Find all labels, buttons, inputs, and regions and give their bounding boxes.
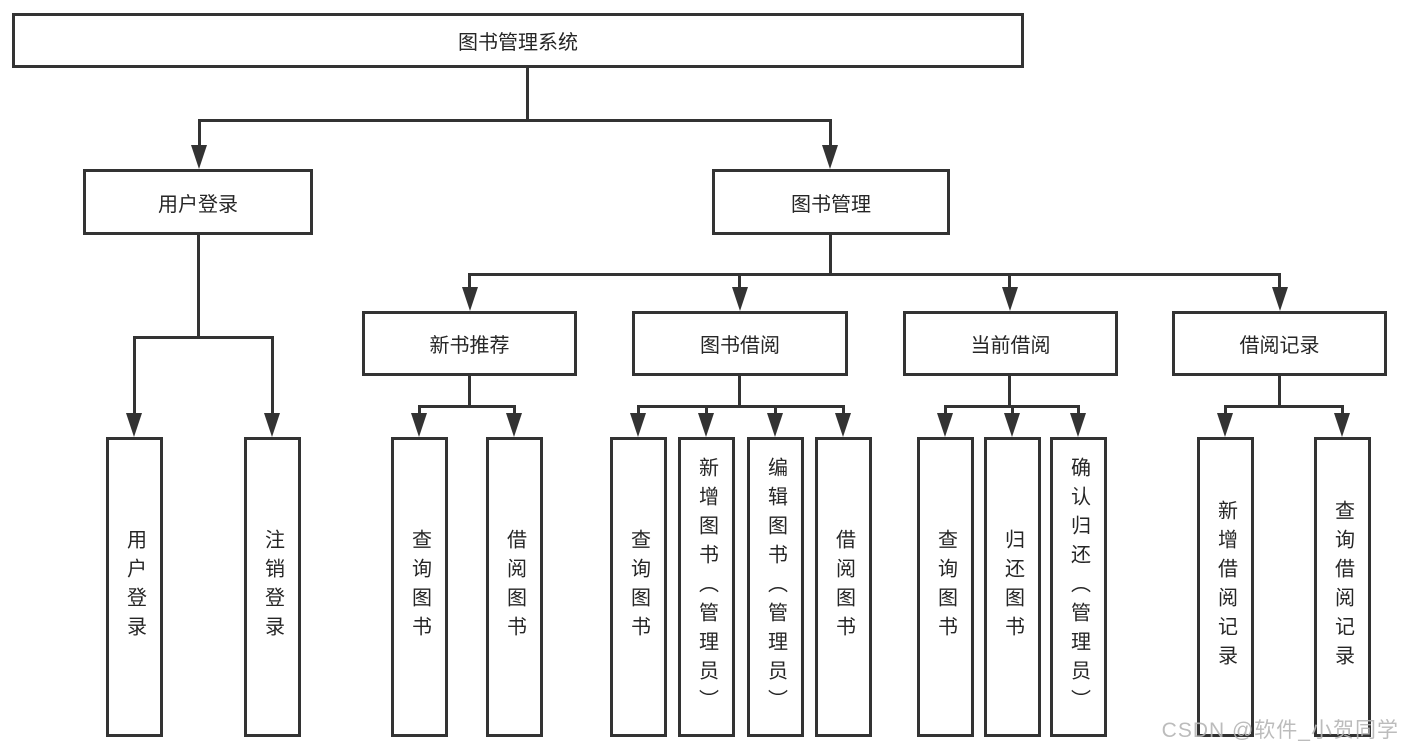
node-add-book-admin: 新增图书（管理员）: [678, 437, 735, 737]
node-label: 确认归还（管理员）: [1067, 456, 1090, 718]
arrowhead-confirm-return-admin: [1070, 413, 1086, 437]
arrowhead-edit-book-admin: [767, 413, 783, 437]
drop-line-confirm-return-admin: [1077, 405, 1080, 415]
drop-line-edit-book-admin: [774, 405, 777, 415]
watermark: CSDN @软件_小贺同学: [1161, 719, 1399, 742]
node-label: 图书借阅: [700, 335, 780, 357]
root-stub-line: [526, 68, 529, 120]
user-login-stub-line: [197, 235, 200, 338]
drop-line-logout-leaf: [271, 336, 274, 415]
drop-line-new-book-recommend: [468, 273, 471, 289]
node-label: 当前借阅: [970, 335, 1051, 357]
node-book-management: 图书管理: [712, 169, 950, 235]
node-label: 借阅图书: [503, 529, 526, 645]
node-return-book: 归还图书: [984, 437, 1041, 737]
arrowhead-login-leaf: [126, 413, 142, 437]
node-label: 编辑图书（管理员）: [764, 456, 787, 718]
node-query-borrow-record: 查询借阅记录: [1314, 437, 1371, 737]
root-branch-bar: [198, 119, 832, 122]
node-label: 新增借阅记录: [1214, 500, 1237, 674]
node-label: 查询图书: [627, 529, 650, 645]
node-query-books-current: 查询图书: [917, 437, 974, 737]
arrowhead-query-books-current: [937, 413, 953, 437]
node-add-borrow-record: 新增借阅记录: [1197, 437, 1254, 737]
drop-line-add-borrow-record: [1224, 405, 1227, 415]
node-label: 查询图书: [408, 529, 431, 645]
node-label: 归还图书: [1001, 529, 1024, 645]
node-borrowing-records: 借阅记录: [1172, 311, 1387, 376]
arrowhead-query-books-recommend: [411, 413, 427, 437]
arrowhead-book-management: [822, 145, 838, 169]
current-borrowing-stub-line: [1008, 376, 1011, 407]
drop-line-return-book: [1011, 405, 1014, 415]
node-label: 借阅图书: [832, 529, 855, 645]
new-book-recommend-branch-bar: [418, 405, 516, 408]
node-confirm-return-admin: 确认归还（管理员）: [1050, 437, 1107, 737]
book-management-stub-line: [829, 235, 832, 275]
node-query-books-borrowing: 查询图书: [610, 437, 667, 737]
drop-line-book-borrowing: [738, 273, 741, 289]
book-borrowing-stub-line: [738, 376, 741, 407]
arrowhead-add-borrow-record: [1217, 413, 1233, 437]
drop-line-query-books-current: [944, 405, 947, 415]
borrowing-records-stub-line: [1278, 376, 1281, 407]
drop-line-login-leaf: [133, 336, 136, 415]
arrowhead-user-login: [191, 145, 207, 169]
arrowhead-logout-leaf: [264, 413, 280, 437]
arrowhead-query-borrow-record: [1334, 413, 1350, 437]
arrowhead-borrowing-records: [1272, 287, 1288, 311]
node-edit-book-admin: 编辑图书（管理员）: [747, 437, 804, 737]
node-user-login: 用户登录: [83, 169, 313, 235]
user-login-branch-bar: [133, 336, 274, 339]
arrowhead-book-borrowing: [732, 287, 748, 311]
drop-line-query-books-recommend: [418, 405, 421, 415]
drop-line-user-login: [198, 119, 201, 147]
drop-line-borrowing-records: [1278, 273, 1281, 289]
node-new-book-recommend: 新书推荐: [362, 311, 577, 376]
borrowing-records-branch-bar: [1224, 405, 1344, 408]
drop-line-current-borrowing: [1008, 273, 1011, 289]
book-borrowing-branch-bar: [637, 405, 845, 408]
node-current-borrowing: 当前借阅: [903, 311, 1118, 376]
node-label: 用户登录: [123, 529, 146, 645]
node-user-login-leaf: 用户登录: [106, 437, 163, 737]
node-label: 图书管理: [791, 193, 871, 216]
drop-line-borrow-books-recommend: [513, 405, 516, 415]
arrowhead-current-borrowing: [1002, 287, 1018, 311]
node-borrow-books-borrowing: 借阅图书: [815, 437, 872, 737]
arrowhead-borrow-books-recommend: [506, 413, 522, 437]
node-label: 新增图书（管理员）: [695, 456, 718, 718]
node-label: 借阅记录: [1239, 335, 1320, 357]
arrowhead-query-books-borrowing: [630, 413, 646, 437]
drop-line-book-management: [829, 119, 832, 147]
book-management-branch-bar: [468, 273, 1281, 276]
node-label: 查询借阅记录: [1331, 500, 1354, 674]
node-book-borrowing: 图书借阅: [632, 311, 848, 376]
node-borrow-books-recommend: 借阅图书: [486, 437, 543, 737]
arrowhead-new-book-recommend: [462, 287, 478, 311]
node-logout: 注销登录: [244, 437, 301, 737]
drop-line-query-borrow-record: [1341, 405, 1344, 415]
node-label: 新书推荐: [429, 335, 510, 357]
node-library-management-system: 图书管理系统: [12, 13, 1024, 68]
node-label: 用户登录: [158, 193, 238, 216]
node-label: 图书管理系统: [458, 32, 578, 54]
arrowhead-borrow-books-borrowing: [835, 413, 851, 437]
arrowhead-add-book-admin: [698, 413, 714, 437]
new-book-recommend-stub-line: [468, 376, 471, 407]
node-label: 注销登录: [261, 529, 284, 645]
drop-line-add-book-admin: [705, 405, 708, 415]
drop-line-borrow-books-borrowing: [842, 405, 845, 415]
node-label: 查询图书: [934, 529, 957, 645]
drop-line-query-books-borrowing: [637, 405, 640, 415]
node-query-books-recommend: 查询图书: [391, 437, 448, 737]
arrowhead-return-book: [1004, 413, 1020, 437]
